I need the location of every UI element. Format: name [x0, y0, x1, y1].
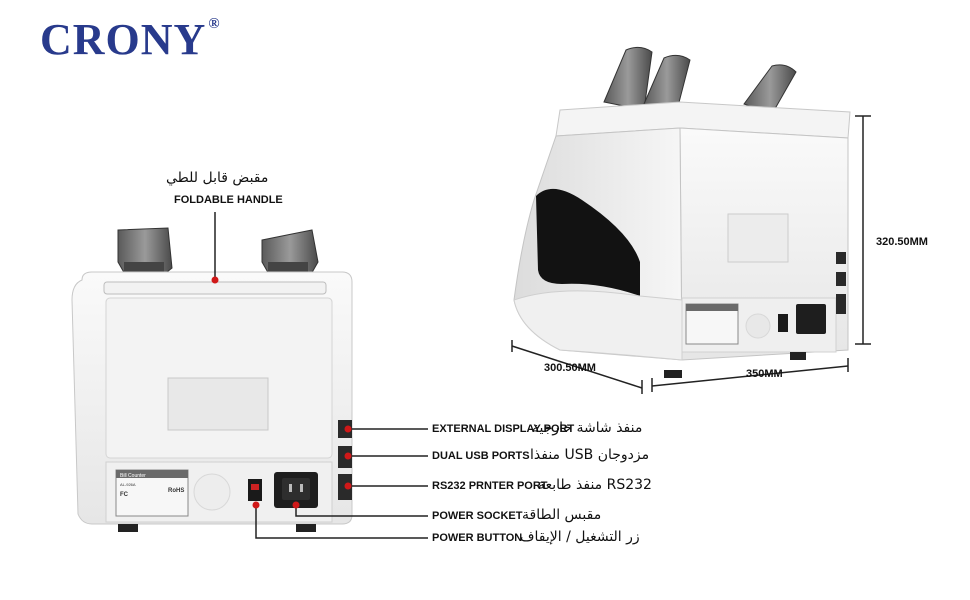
svg-text:RoHS: RoHS — [168, 488, 184, 494]
dimension-lines — [511, 115, 871, 394]
depth-dimension: 300.50MM — [544, 362, 596, 374]
rear-view-device: Bill Counter AL-926A RoHS FC — [71, 227, 353, 532]
external-display-port-label-ar: منفذ شاشة خارجية — [532, 420, 643, 436]
callout-dots — [211, 276, 352, 509]
power-button-label: POWER BUTTON — [432, 532, 523, 544]
brand-logo: CRONY® — [40, 14, 221, 65]
rs232-printer-port-label: RS232 PRNTER PORT — [432, 480, 548, 492]
power-button-label-ar: زر التشغيل / الإيقاف — [520, 529, 640, 545]
rs232-printer-port-label-ar: RS232 منفذ طابعة — [538, 477, 652, 493]
svg-text:AL-926A: AL-926A — [120, 482, 136, 487]
callout-lines — [214, 212, 428, 539]
width-dimension: 350MM — [746, 368, 783, 380]
handle-label-en: FOLDABLE HANDLE — [174, 194, 283, 206]
dual-usb-ports-label-ar: مزدوجان USB منفذا — [530, 447, 650, 463]
power-socket-label: POWER SOCKET — [432, 510, 523, 522]
svg-text:FC: FC — [120, 492, 129, 498]
dual-usb-ports-label: DUAL USB PORTS — [432, 450, 530, 462]
registered-mark: ® — [208, 16, 221, 32]
power-socket-label-ar: مقبس الطاقة — [522, 507, 602, 523]
external-display-port-label: EXTERNAL DISPLAY PORT — [432, 423, 575, 435]
sticker-title: Bill Counter — [120, 473, 146, 479]
angled-view-device — [513, 46, 851, 378]
brand-name: CRONY — [40, 15, 207, 64]
height-dimension: 320.50MM — [876, 236, 928, 248]
handle-label-ar: مقبض قابل للطي — [166, 170, 269, 186]
